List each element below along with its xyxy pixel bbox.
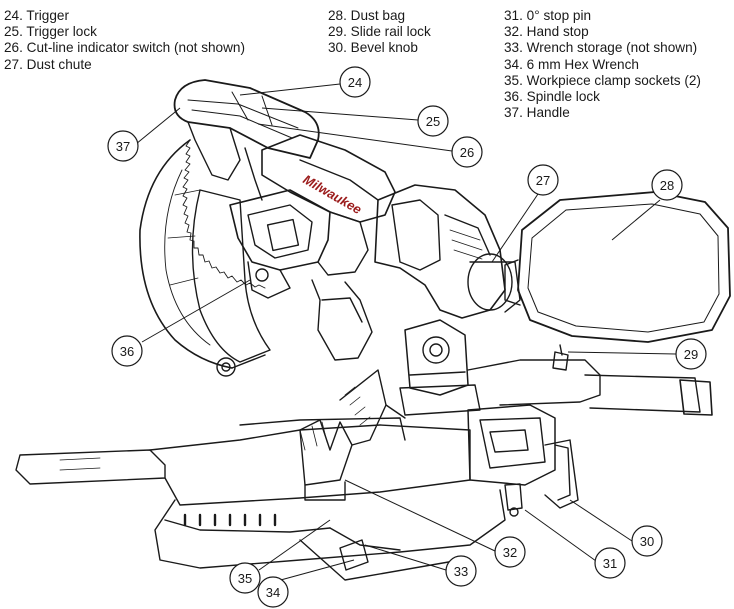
svg-text:26: 26	[460, 145, 474, 160]
legend-item-31: 31. 0° stop pin	[504, 8, 592, 23]
callouts: 24 25 26 27 28 29 30 31	[107, 66, 707, 608]
leader-lines	[135, 83, 677, 582]
svg-text:29: 29	[684, 347, 698, 362]
svg-text:36: 36	[120, 344, 134, 359]
saw-base	[15, 417, 506, 581]
fence	[299, 369, 406, 501]
svg-text:31: 31	[603, 556, 617, 571]
svg-text:37: 37	[116, 139, 130, 154]
legend-item-32: 32. Hand stop	[504, 24, 589, 40]
svg-text:32: 32	[503, 545, 517, 560]
bevel-housing	[467, 404, 579, 517]
svg-text:27: 27	[536, 173, 550, 188]
callout-28: 28	[651, 169, 683, 201]
legend-column-1: 24. Trigger 25. Trigger lock 26. Cut-lin…	[4, 8, 245, 73]
callout-24: 24	[339, 66, 371, 98]
callout-35: 35	[229, 562, 261, 594]
lower-blade-guard	[191, 189, 271, 377]
callout-29: 29	[675, 338, 707, 370]
slide-rails	[467, 344, 713, 416]
svg-text:35: 35	[238, 571, 252, 586]
svg-text:30: 30	[640, 534, 654, 549]
legend-item-24: 24. Trigger	[4, 8, 69, 23]
callout-30: 30	[631, 525, 663, 557]
svg-text:24: 24	[348, 75, 362, 90]
callout-37: 37	[107, 130, 139, 162]
legend-item-26: 26. Cut-line indicator switch (not shown…	[4, 40, 246, 56]
callout-27: 27	[527, 164, 559, 196]
legend-item-35: 35. Workpiece clamp sockets (2)	[504, 72, 701, 88]
legend-item-37: 37. Handle	[504, 105, 570, 121]
callout-26: 26	[451, 136, 483, 168]
svg-text:25: 25	[426, 114, 440, 129]
callout-34: 34	[257, 576, 289, 608]
svg-text:33: 33	[454, 564, 468, 579]
svg-text:28: 28	[660, 178, 674, 193]
legend-column-2: 28. Dust bag 29. Slide rail lock 30. Bev…	[328, 8, 431, 57]
dust-chute	[374, 184, 521, 319]
callout-32: 32	[494, 536, 526, 568]
svg-text:34: 34	[266, 585, 280, 600]
pivot-arm	[399, 319, 481, 416]
callout-36: 36	[111, 335, 143, 367]
motor-housing	[229, 134, 396, 361]
saw-handle	[173, 79, 320, 201]
legend-item-34: 34. 6 mm Hex Wrench	[504, 56, 639, 72]
brand-logo: Milwaukee	[301, 172, 365, 218]
saw-blade	[139, 139, 266, 369]
legend-item-27: 27. Dust chute	[4, 56, 92, 72]
legend-item-33: 33. Wrench storage (not shown)	[504, 40, 698, 56]
legend-item-25: 25. Trigger lock	[4, 24, 97, 40]
dust-bag	[504, 191, 731, 343]
callout-33: 33	[445, 555, 477, 587]
legend-item-36: 36. Spindle lock	[504, 89, 600, 105]
legend-item-28: 28. Dust bag	[328, 8, 406, 23]
callout-25: 25	[417, 105, 449, 137]
callout-31: 31	[594, 547, 626, 579]
legend-column-3: 31. 0° stop pin 32. Hand stop 33. Wrench…	[504, 8, 701, 121]
legend-item-30: 30. Bevel knob	[328, 40, 418, 56]
legend-item-29: 29. Slide rail lock	[328, 24, 431, 40]
